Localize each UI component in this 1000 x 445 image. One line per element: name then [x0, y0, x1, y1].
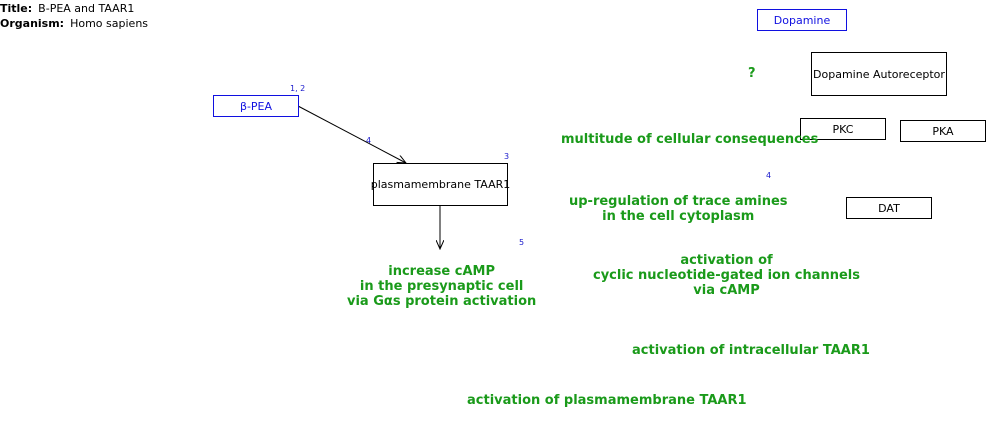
plasmamembrane-taar1-node[interactable]: plasmamembrane TAAR1 — [371, 163, 510, 206]
channels-activation-label: activation of cyclic nucleotide-gated io… — [593, 253, 861, 298]
edge-bpea-to-taar1 — [297, 105, 406, 163]
upregulation-label: up-regulation of trace amines in the cel… — [569, 194, 788, 224]
dopamine-node[interactable]: Dopamine — [757, 9, 847, 31]
ref-4-label: 4 — [766, 171, 772, 180]
organism-label: Organism: — [0, 17, 65, 30]
question-mark-label: ? — [748, 66, 756, 81]
plasmamembrane-activation-label: activation of plasmamembrane TAAR1 — [467, 393, 747, 408]
intracellular-taar1-label: activation of intracellular TAAR1 — [632, 343, 870, 358]
organism-value: Homo sapiens — [70, 17, 149, 30]
ref-1-2: 1, 2 — [290, 84, 306, 93]
pka-node[interactable]: PKA — [900, 120, 986, 142]
title-label: Title: — [0, 2, 33, 15]
title-line: Title: B-PEA and TAAR1 — [0, 2, 134, 15]
ref-4-edge: 4 — [366, 136, 372, 145]
pkc-node[interactable]: PKC — [800, 118, 886, 140]
title-value: B-PEA and TAAR1 — [38, 2, 135, 15]
bpea-node[interactable]: β-PEA — [213, 95, 299, 117]
dat-node[interactable]: DAT — [846, 197, 932, 219]
multitude-label: multitude of cellular consequences — [561, 132, 819, 147]
dopamine-autoreceptor-node[interactable]: Dopamine Autoreceptor — [811, 52, 947, 96]
camp-increase-label: increase cAMP in the presynaptic cell vi… — [347, 264, 537, 309]
ref-3: 3 — [504, 152, 510, 161]
organism-line: Organism: Homo sapiens — [0, 17, 148, 30]
ref-5: 5 — [519, 238, 525, 247]
